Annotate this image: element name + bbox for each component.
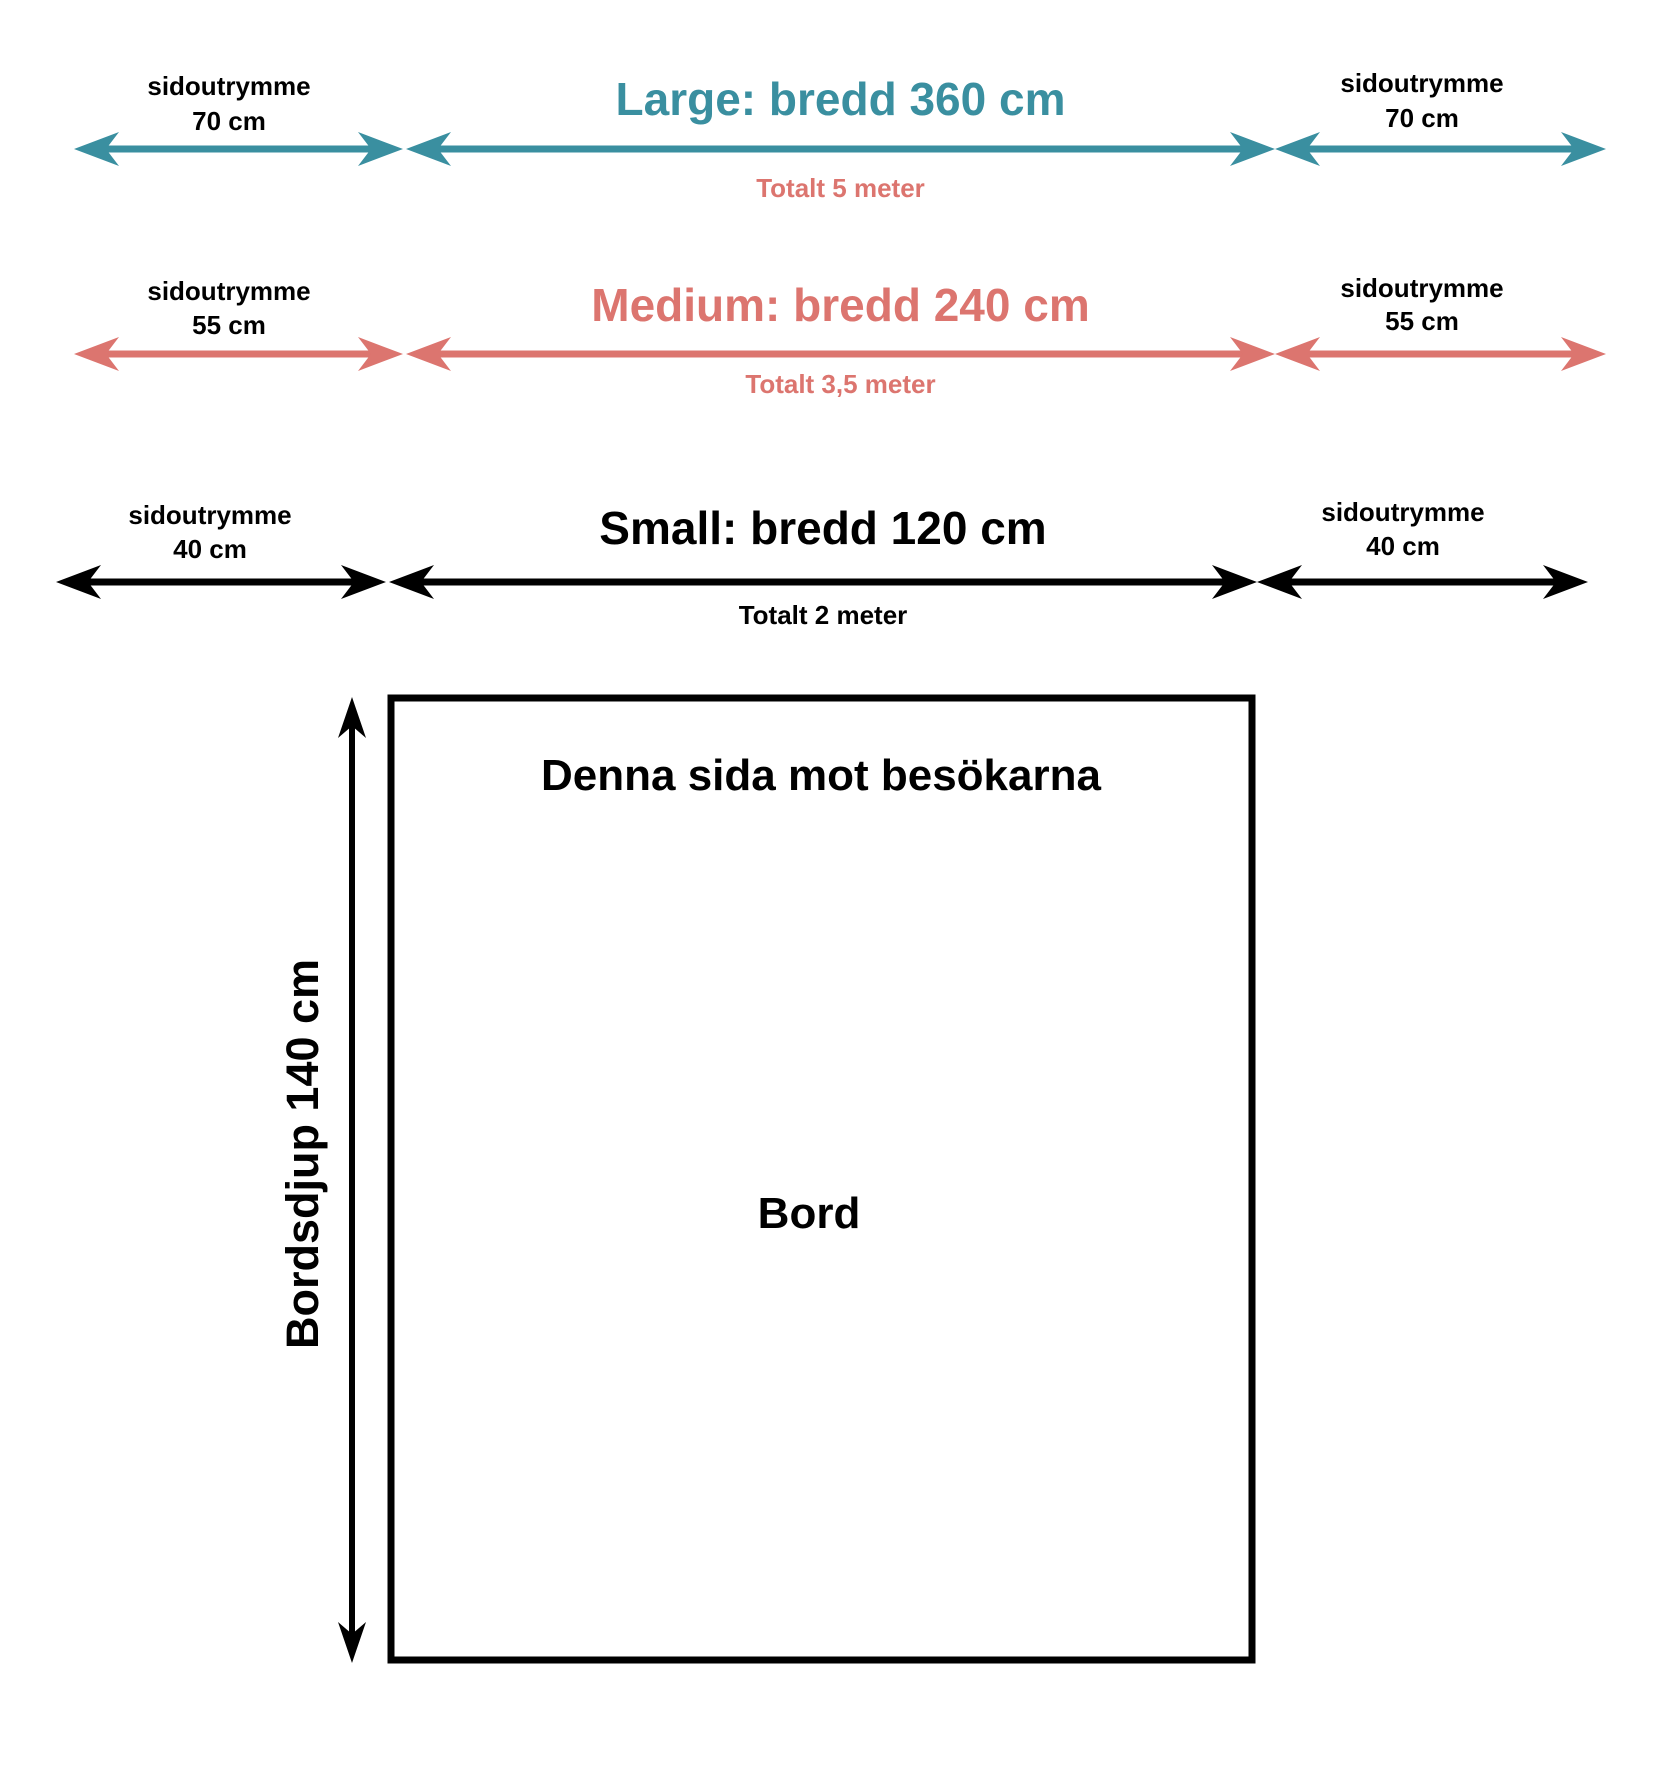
side-space-value-left: 70 cm (192, 106, 266, 136)
side-space-label-right: sidoutrymme (1340, 68, 1503, 98)
side-space-value-right: 40 cm (1366, 531, 1440, 561)
side-space-value-right: 70 cm (1385, 103, 1459, 133)
side-space-value-left: 55 cm (192, 310, 266, 340)
row-total: Totalt 5 meter (756, 173, 925, 203)
side-space-value-left: 40 cm (173, 534, 247, 564)
dimension-arrow (56, 565, 386, 599)
dimension-arrow (1257, 565, 1588, 599)
row-large: Large: bredd 360 cm Totalt 5 meter sidoutr… (74, 68, 1606, 203)
side-space-label-left: sidoutrymme (147, 276, 310, 306)
depth-label: Bordsdjup 140 cm (277, 959, 328, 1349)
side-space-label-right: sidoutrymme (1321, 497, 1484, 527)
table-label: Bord (758, 1189, 861, 1238)
dimension-arrow (389, 565, 1257, 599)
row-total: Totalt 2 meter (739, 600, 908, 630)
row-title: Large: bredd 360 cm (616, 73, 1066, 125)
dimension-arrow (1275, 337, 1606, 371)
row-medium: Medium: bredd 240 cm Totalt 3,5 meter sido… (74, 273, 1606, 399)
row-small: Small: bredd 120 cm Totalt 2 meter sidoutr… (56, 497, 1588, 630)
side-space-label-left: sidoutrymme (128, 500, 291, 530)
side-space-label-right: sidoutrymme (1340, 273, 1503, 303)
side-space-label-left: sidoutrymme (147, 71, 310, 101)
dimension-arrow (74, 132, 403, 166)
side-space-value-right: 55 cm (1385, 306, 1459, 336)
row-total: Totalt 3,5 meter (745, 369, 935, 399)
dimension-arrow (1275, 132, 1606, 166)
depth-arrow (338, 697, 366, 1663)
row-title: Medium: bredd 240 cm (591, 279, 1089, 331)
dimension-arrow (406, 337, 1275, 371)
row-title: Small: bredd 120 cm (599, 502, 1046, 554)
dimension-arrow (74, 337, 403, 371)
front-side-label: Denna sida mot besökarna (541, 751, 1101, 800)
dimension-arrow (406, 132, 1275, 166)
table-outline (387, 694, 1256, 1664)
